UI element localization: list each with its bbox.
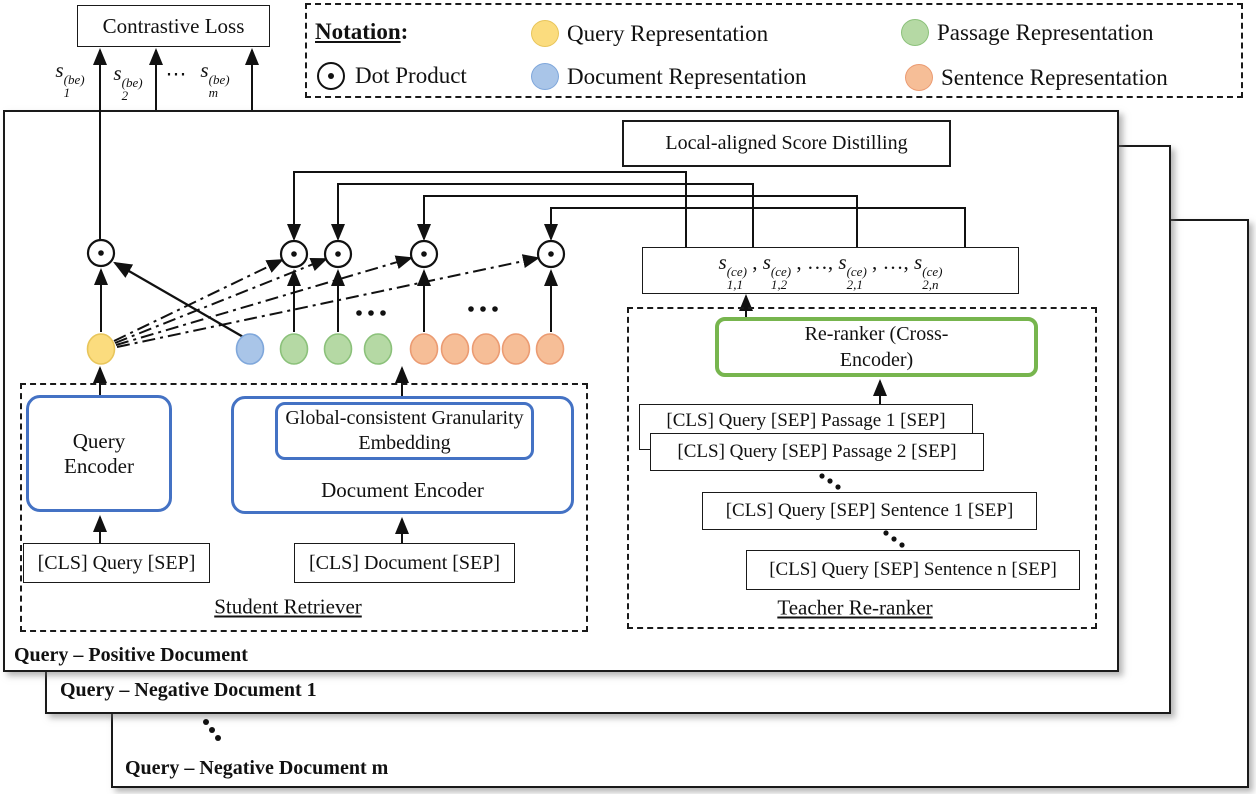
score-be-dots: ⋯ <box>165 61 187 86</box>
teacher-input-sentence-1: [CLS] Query [SEP] Sentence 1 [SEP] <box>702 492 1037 530</box>
score-be-1: s(be)1 <box>55 58 85 101</box>
teacher-input-passage-2: [CLS] Query [SEP] Passage 2 [SEP] <box>650 433 984 471</box>
sentence-representation-icon <box>905 64 933 91</box>
student-retriever-label: Student Retriever <box>214 594 362 619</box>
query-representation-icon <box>531 20 559 47</box>
document-input-box: [CLS] Document [SEP] <box>294 543 515 583</box>
score-distilling-label: Local-aligned Score Distilling <box>665 132 908 154</box>
passage-representation-icon <box>901 19 929 46</box>
score-be-2: s(be)2 <box>113 61 143 104</box>
dot-product-icon <box>317 62 345 90</box>
score-be-m: s(be)m <box>200 58 230 101</box>
layer-label-negative-1: Query – Negative Document 1 <box>60 679 317 701</box>
layer-label-positive: Query – Positive Document <box>14 644 248 666</box>
reranker-label: Re-ranker (Cross-Encoder) <box>804 323 949 371</box>
query-input-box: [CLS] Query [SEP] <box>23 543 210 583</box>
query-encoder-label: Query Encoder <box>64 428 134 478</box>
granularity-embedding-label: Global-consistent Granularity Embedding <box>285 407 524 454</box>
notation-legend: Notation: Dot Product Query Representati… <box>305 3 1243 98</box>
layer-label-negative-m: Query – Negative Document m <box>125 757 389 779</box>
contrastive-loss-label: Contrastive Loss <box>102 13 245 38</box>
score-ce-values: s(ce)1,1 , s(ce)1,2 , …, s(ce)2,1 , …, s… <box>718 249 943 293</box>
legend-query-representation: Query Representation <box>531 20 768 47</box>
teacher-reranker-label: Teacher Re-ranker <box>777 595 933 620</box>
legend-passage-representation: Passage Representation <box>901 19 1154 46</box>
legend-sentence-representation: Sentence Representation <box>905 64 1168 91</box>
contrastive-loss-box: Contrastive Loss <box>77 5 270 47</box>
teacher-input-sentence-n: [CLS] Query [SEP] Sentence n [SEP] <box>746 550 1080 590</box>
query-input-text: [CLS] Query [SEP] <box>37 551 196 574</box>
document-encoder-label: Document Encoder <box>321 478 484 502</box>
score-distilling-box: Local-aligned Score Distilling <box>622 120 951 167</box>
document-input-text: [CLS] Document [SEP] <box>308 551 501 574</box>
notation-title: Notation: <box>315 19 409 44</box>
document-representation-icon <box>531 63 559 90</box>
query-encoder-box: Query Encoder <box>26 395 172 512</box>
teacher-reranker-box <box>627 307 1097 629</box>
legend-dot-product: Dot Product <box>317 62 467 90</box>
granularity-embedding-box: Global-consistent Granularity Embedding <box>275 402 534 460</box>
reranker-box: Re-ranker (Cross-Encoder) <box>715 317 1038 377</box>
score-ce-box: s(ce)1,1 , s(ce)1,2 , …, s(ce)2,1 , …, s… <box>642 247 1019 294</box>
student-retriever-box <box>20 383 588 632</box>
legend-document-representation: Document Representation <box>531 63 807 90</box>
